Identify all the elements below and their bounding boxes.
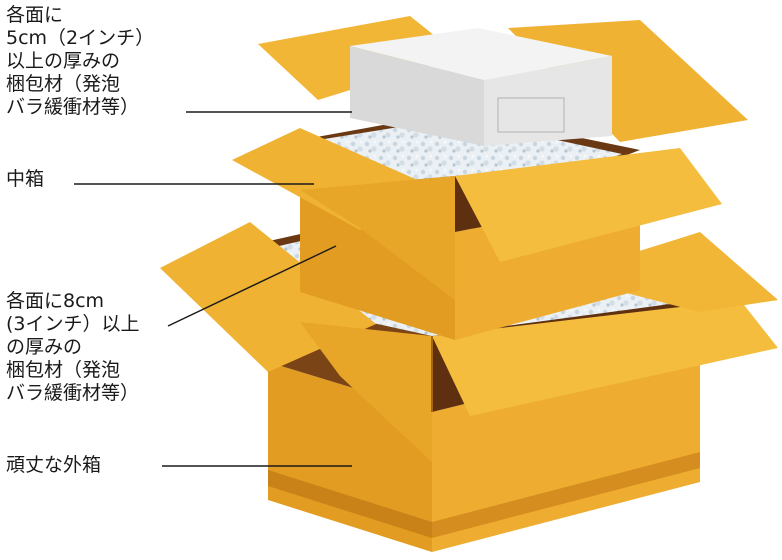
- product-left: [350, 46, 484, 146]
- inner-padding-label-line: 各面に: [6, 4, 64, 26]
- outer-box-label: 頑丈な外箱: [6, 454, 101, 477]
- product-box: [350, 28, 612, 146]
- leader-lines: [74, 111, 352, 467]
- inner-padding-label-line: 5cm（2インチ）: [6, 27, 155, 49]
- outer-box-flap-front-right: [432, 300, 778, 416]
- leader-line-outer-padding: [167, 245, 337, 327]
- inner-padding-label-line: 以上の厚みの: [6, 50, 121, 72]
- inner-padding-label-line: バラ緩衝材等）: [6, 96, 140, 118]
- outer-box: [160, 205, 778, 552]
- product-top: [350, 28, 612, 80]
- outer-padding-label-line: 各面に8cm: [6, 290, 105, 312]
- outer-padding-label-line: 梱包材（発泡: [6, 359, 121, 381]
- outer-padding-label-line: バラ緩衝材等）: [6, 382, 140, 404]
- outer-padding-label-line: (3インチ）以上: [6, 313, 140, 335]
- product-right: [484, 56, 612, 146]
- inner-box-flap-front-right: [455, 148, 722, 262]
- inner-padding-label-line: 梱包材（発泡: [6, 73, 121, 95]
- inner-box-label: 中箱: [6, 168, 44, 191]
- outer-box-tape: [268, 470, 432, 538]
- inner-box-label-line: 中箱: [6, 168, 45, 190]
- outer-box-label-line: 頑丈な外箱: [6, 454, 102, 476]
- outer-box-tape: [432, 452, 700, 538]
- outer-box-flap-back-right: [560, 232, 778, 312]
- outer-padding-label-line: の厚みの: [6, 336, 83, 358]
- outer-box-flap-front-left: [300, 322, 432, 462]
- outer-padding-label: 各面に8cm (3インチ）以上 の厚みの 梱包材（発泡 バラ緩衝材等）: [6, 290, 140, 405]
- inner-box-flap-front-left: [300, 176, 455, 300]
- product-panel: [497, 97, 565, 133]
- inner-padding-label: 各面に 5cm（2インチ） 以上の厚みの 梱包材（発泡 バラ緩衝材等）: [6, 4, 154, 119]
